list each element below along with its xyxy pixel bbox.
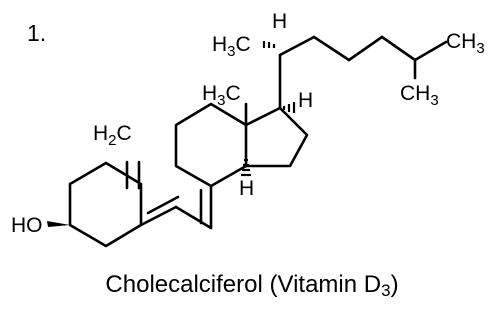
ring-c-bonds — [174, 102, 248, 188]
ring-a — [47, 160, 143, 248]
side-chain-bond-6 — [413, 40, 448, 62]
side-methyl-label: H3C — [212, 33, 251, 60]
side-chain-bond-2 — [278, 35, 316, 57]
linker-bond-1 — [139, 205, 178, 227]
side-chain-bond-5 — [380, 35, 417, 62]
linker-bond-1-inner — [146, 195, 180, 215]
linker-bond-2 — [174, 205, 213, 230]
side-chain — [262, 35, 448, 110]
compound-caption: Cholecalciferol (Vitamin D3) — [0, 271, 504, 299]
item-number: 1. — [27, 20, 47, 46]
caption-subscript: 3 — [381, 281, 391, 300]
terminal-methyl-bottom-label: CH3 — [400, 82, 439, 109]
ring-a-bonds — [68, 161, 143, 248]
ring-junction-h-label: H — [239, 177, 254, 200]
methylene-label: H2C — [93, 122, 132, 149]
terminal-methyl-top-label: CH3 — [446, 30, 485, 57]
ring-d — [241, 102, 309, 177]
ring-c — [174, 102, 248, 188]
side-chain-bond-3 — [312, 35, 351, 62]
hydroxyl-label: HO — [11, 214, 43, 237]
side-chain-bond-4 — [347, 35, 384, 62]
caption-close: ) — [390, 271, 399, 298]
ring-d-h-label: H — [298, 89, 313, 112]
ring-d-bonds — [244, 106, 309, 168]
caption-name: Cholecalciferol (Vitamin D — [105, 271, 382, 298]
angular-methyl-label: H3C — [202, 82, 241, 109]
triene-linker — [139, 184, 213, 230]
side-chain-h-label: H — [272, 10, 287, 33]
hydroxyl-wedge — [47, 221, 70, 227]
